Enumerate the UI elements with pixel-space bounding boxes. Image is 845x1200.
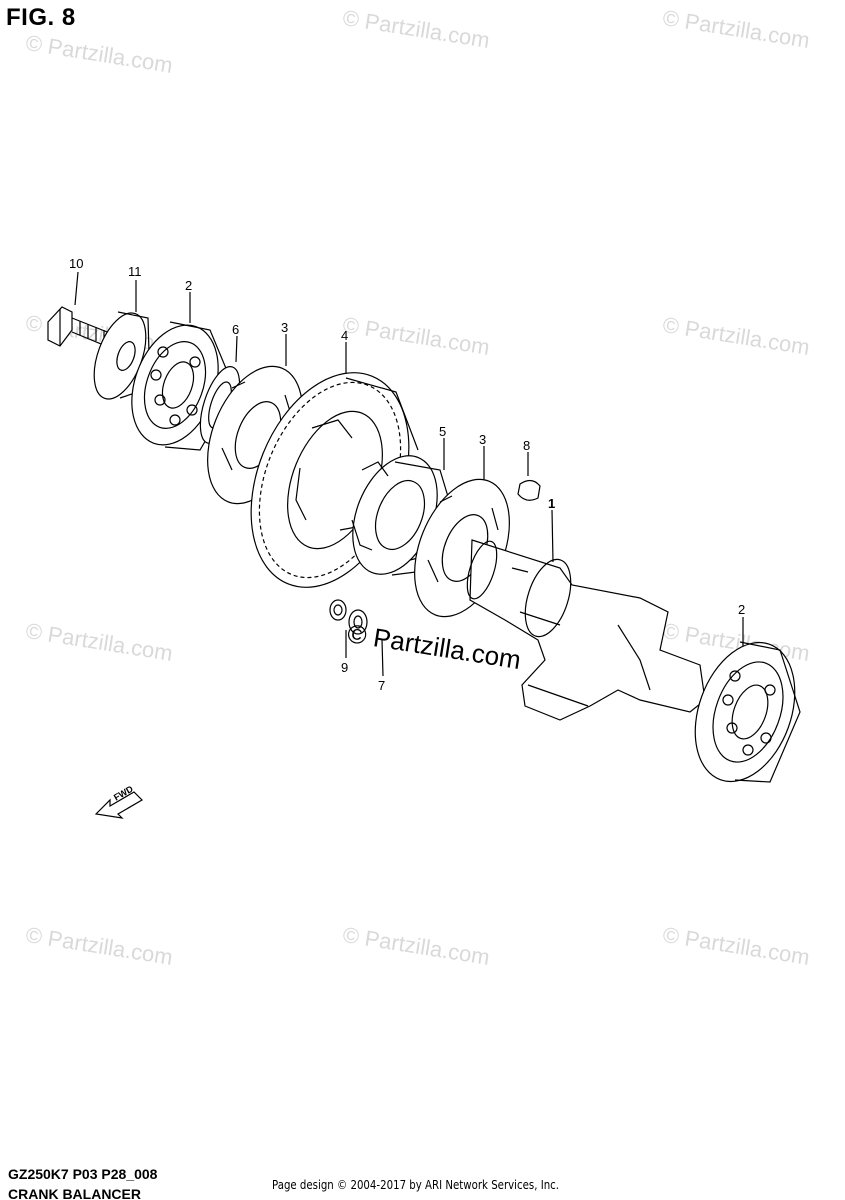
callout-4: 4 (341, 328, 349, 343)
callout-7: 7 (378, 678, 386, 693)
footer-code: GZ250K7 P03 P28_008 (8, 1166, 158, 1182)
footer-credit: Page design © 2004-2017 by ARI Network S… (272, 1178, 560, 1192)
callout-2: 2 (185, 278, 193, 293)
bearing-part (694, 641, 801, 783)
callout-2: 2 (738, 602, 746, 617)
callout-1: 1 (548, 496, 556, 511)
callout-11: 11 (128, 264, 142, 279)
shaft-part (466, 539, 706, 721)
key-part (517, 479, 541, 501)
fwd-arrow-icon (94, 791, 143, 819)
callout-6: 6 (232, 322, 240, 337)
callout-3: 3 (281, 320, 289, 335)
callout-8: 8 (523, 438, 531, 453)
bearing-part (131, 321, 236, 451)
callout-10: 10 (69, 256, 84, 271)
clip-part (348, 609, 368, 635)
figure-title: FIG. 8 (6, 4, 76, 31)
pin-part (329, 599, 347, 621)
callout-9: 9 (341, 660, 349, 675)
footer-title: CRANK BALANCER (8, 1186, 141, 1200)
callout-3: 3 (479, 432, 487, 447)
callout-5: 5 (439, 424, 447, 439)
